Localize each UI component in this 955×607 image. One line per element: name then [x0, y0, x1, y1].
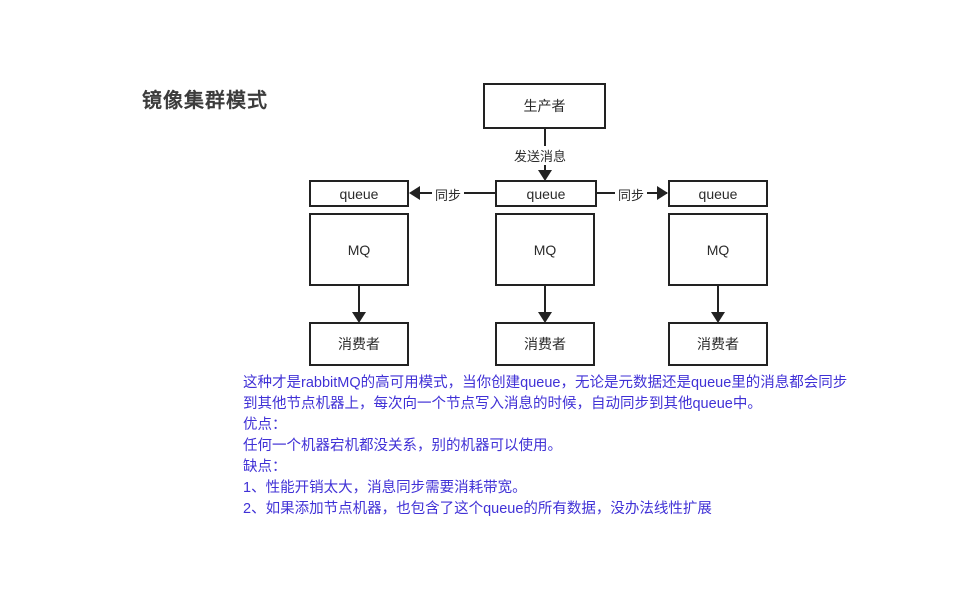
node-mq-right-label: MQ	[706, 241, 730, 258]
description-block: 这种才是rabbitMQ的高可用模式，当你创建queue，无论是元数据还是que…	[243, 373, 943, 520]
node-queue-center: queue	[495, 180, 597, 207]
node-producer-label: 生产者	[523, 98, 566, 114]
node-mq-left: MQ	[309, 213, 409, 286]
description-line-4: 任何一个机器宕机都没关系，别的机器可以使用。	[243, 438, 562, 454]
node-consumer-left-label: 消费者	[338, 336, 380, 352]
description-line-6: 1、性能开销太大，消息同步需要消耗带宽。	[243, 480, 527, 496]
node-consumer-right: 消费者	[668, 322, 768, 366]
edge-mq-right-to-consumer-line	[717, 286, 719, 318]
node-consumer-center: 消费者	[495, 322, 595, 366]
node-queue-center-label: queue	[526, 185, 566, 202]
edge-mq-right-to-consumer-arrowhead	[711, 312, 725, 323]
node-mq-right: MQ	[668, 213, 768, 286]
description-line-2: 到其他节点机器上，每次向一个节点写入消息的时候，自动同步到其他queue中。	[243, 396, 762, 412]
node-queue-right-label: queue	[698, 185, 738, 202]
page-title: 镜像集群模式	[142, 90, 268, 112]
edge-mq-center-to-consumer-arrowhead	[538, 312, 552, 323]
node-consumer-center-label: 消费者	[524, 336, 566, 352]
node-consumer-left: 消费者	[309, 322, 409, 366]
edge-sync-right-arrowhead	[657, 186, 668, 200]
edge-mq-left-to-consumer-line	[358, 286, 360, 318]
node-queue-right: queue	[668, 180, 768, 207]
node-queue-left: queue	[309, 180, 409, 207]
edge-label-sync-left: 同步	[432, 185, 465, 204]
node-producer: 生产者	[483, 83, 606, 129]
node-queue-left-label: queue	[339, 185, 379, 202]
node-consumer-right-label: 消费者	[697, 336, 739, 352]
edge-producer-to-queue-arrowhead	[538, 170, 552, 181]
node-mq-center: MQ	[495, 213, 595, 286]
edge-mq-left-to-consumer-arrowhead	[352, 312, 366, 323]
description-line-3: 优点：	[243, 417, 287, 433]
description-line-5: 缺点：	[243, 459, 287, 475]
node-mq-left-label: MQ	[347, 241, 371, 258]
edge-label-sync-right: 同步	[615, 185, 648, 204]
edge-sync-left-arrowhead	[409, 186, 420, 200]
node-mq-center-label: MQ	[533, 241, 557, 258]
edge-label-send-message: 发送消息	[511, 146, 570, 165]
description-line-1: 这种才是rabbitMQ的高可用模式，当你创建queue，无论是元数据还是que…	[243, 375, 848, 391]
edge-mq-center-to-consumer-line	[544, 286, 546, 318]
description-line-7: 2、如果添加节点机器，也包含了这个queue的所有数据，没办法线性扩展	[243, 501, 712, 517]
